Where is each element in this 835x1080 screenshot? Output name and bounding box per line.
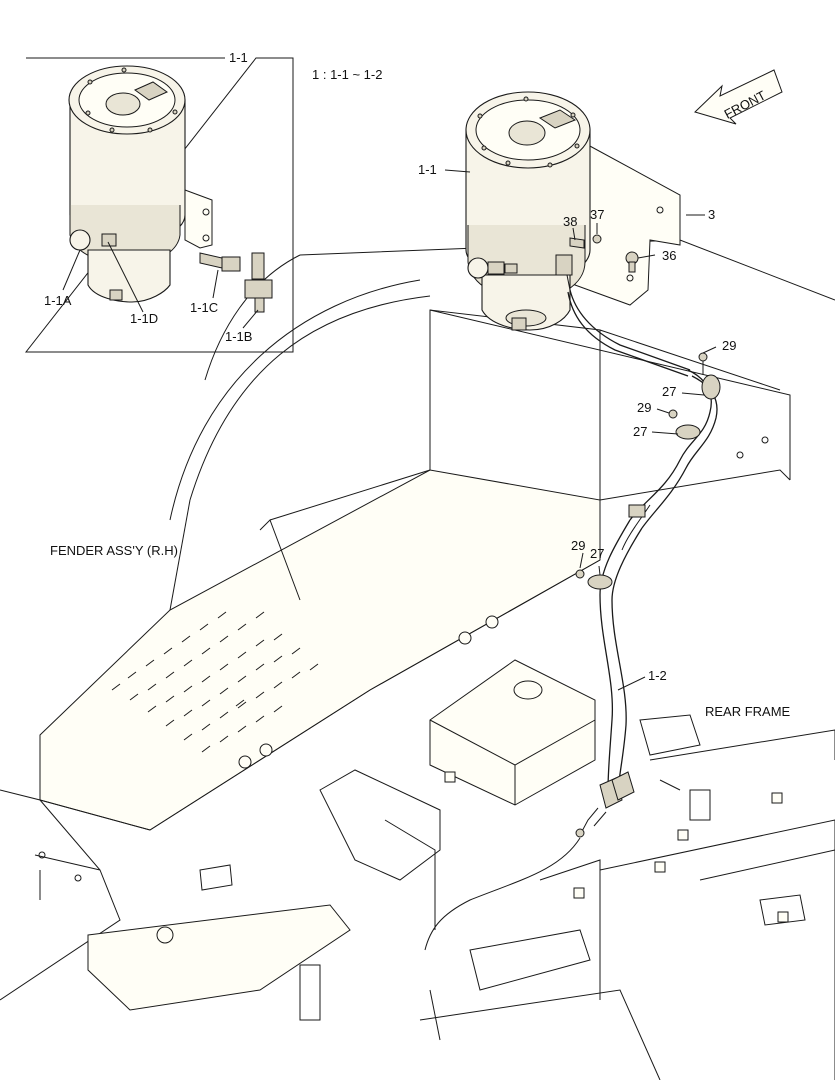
- rear-frame-label: REAR FRAME: [705, 704, 791, 719]
- wiring-harness: [424, 352, 721, 951]
- rear-frame-structure: [0, 239, 835, 1080]
- callout-38: 38: [563, 214, 577, 229]
- callout-1-1D: 1-1D: [130, 311, 158, 326]
- callout-37: 37: [590, 207, 604, 222]
- fender-label: FENDER ASS'Y (R.H): [50, 543, 178, 558]
- callout-36: 36: [662, 248, 676, 263]
- anti-slip-pattern: [111, 611, 319, 753]
- front-direction-arrow: FRONT: [694, 69, 783, 125]
- callout-1-1B: 1-1B: [225, 329, 252, 344]
- callout-1-1: 1-1: [418, 162, 437, 177]
- callout-29-b: 29: [637, 400, 651, 415]
- callout-1-2: 1-2: [648, 668, 667, 683]
- callout-3: 3: [708, 207, 715, 222]
- callout-27-c: 27: [590, 546, 604, 561]
- callout-27-b: 27: [633, 424, 647, 439]
- callout-1-1C: 1-1C: [190, 300, 218, 315]
- legend-text: 1 : 1-1 ~ 1-2: [312, 67, 382, 82]
- callout-1-1A: 1-1A: [44, 293, 72, 308]
- inset-title: 1-1: [229, 50, 248, 65]
- lubrication-pump: [465, 91, 691, 377]
- detail-inset: [24, 57, 294, 353]
- leader-lines: [62, 169, 717, 691]
- callout-29-c: 29: [571, 538, 585, 553]
- callout-27-a: 27: [662, 384, 676, 399]
- callout-29-a: 29: [722, 338, 736, 353]
